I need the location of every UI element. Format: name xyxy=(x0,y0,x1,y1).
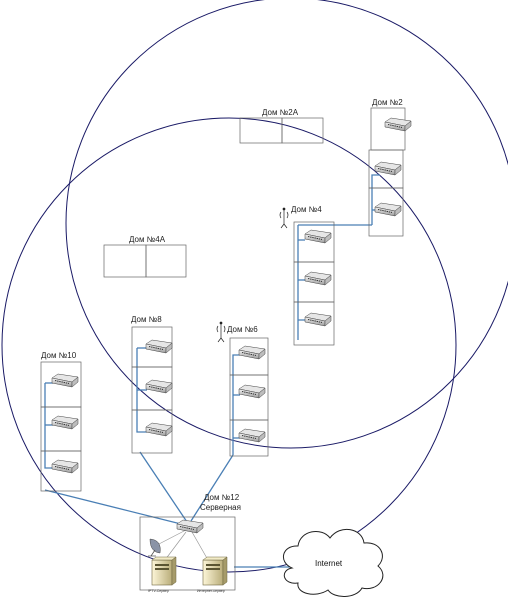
building-dom12 xyxy=(139,516,236,591)
coverage-circle-right xyxy=(65,0,508,449)
switch-dom6-2 xyxy=(238,384,266,399)
label-dom8: Дом №8 xyxy=(131,315,162,324)
internet-cloud-icon xyxy=(283,528,384,597)
antenna-icon xyxy=(279,207,289,229)
switch-dom8-3 xyxy=(145,422,173,437)
switch-dom4-3 xyxy=(304,312,332,327)
building-dom6 xyxy=(229,337,269,457)
switch-dom4-2 xyxy=(304,271,332,286)
switch-dom10-1 xyxy=(51,373,79,388)
label-dom6: Дом №6 xyxy=(227,325,258,334)
server-internet-icon xyxy=(202,556,228,586)
building-dom2a xyxy=(239,117,324,144)
switch-dom10-2 xyxy=(51,415,79,430)
label-dom12: Дом №12 xyxy=(204,493,240,502)
label-dom2: Дом №2 xyxy=(372,98,403,107)
building-dom2 xyxy=(368,107,406,237)
switch-dom2-3 xyxy=(374,202,402,217)
label-dom12-sub: Серверная xyxy=(200,503,241,512)
label-dom2a: Дом №2А xyxy=(262,108,299,117)
satellite-dish-icon xyxy=(148,538,161,557)
switch-dom2-2 xyxy=(374,161,402,176)
label-dom4: Дом №4 xyxy=(291,205,322,214)
switch-dom8-1 xyxy=(145,339,173,354)
coverage-circle-left xyxy=(1,117,457,573)
label-internet-server: Интернет-сервер xyxy=(197,589,225,593)
antenna-icon xyxy=(216,321,226,343)
switch-dom4-1 xyxy=(304,229,332,244)
server-links xyxy=(156,529,209,561)
network-links xyxy=(44,174,382,568)
switch-dom2-1 xyxy=(384,117,412,132)
switch-dom6-1 xyxy=(238,345,266,360)
server-iptv-icon xyxy=(151,556,177,586)
label-iptv-server: IPTV-Сервер xyxy=(148,589,169,593)
building-dom4a xyxy=(103,244,187,278)
label-dom4a: Дом №4А xyxy=(129,235,166,244)
core-switch xyxy=(176,519,204,534)
building-dom4 xyxy=(293,221,335,346)
switch-dom8-2 xyxy=(145,379,173,394)
switch-dom6-3 xyxy=(238,428,266,443)
building-dom10 xyxy=(40,361,82,492)
label-dom10: Дом №10 xyxy=(41,351,77,360)
switch-dom10-3 xyxy=(51,459,79,474)
internet-label: Internet xyxy=(315,559,343,568)
